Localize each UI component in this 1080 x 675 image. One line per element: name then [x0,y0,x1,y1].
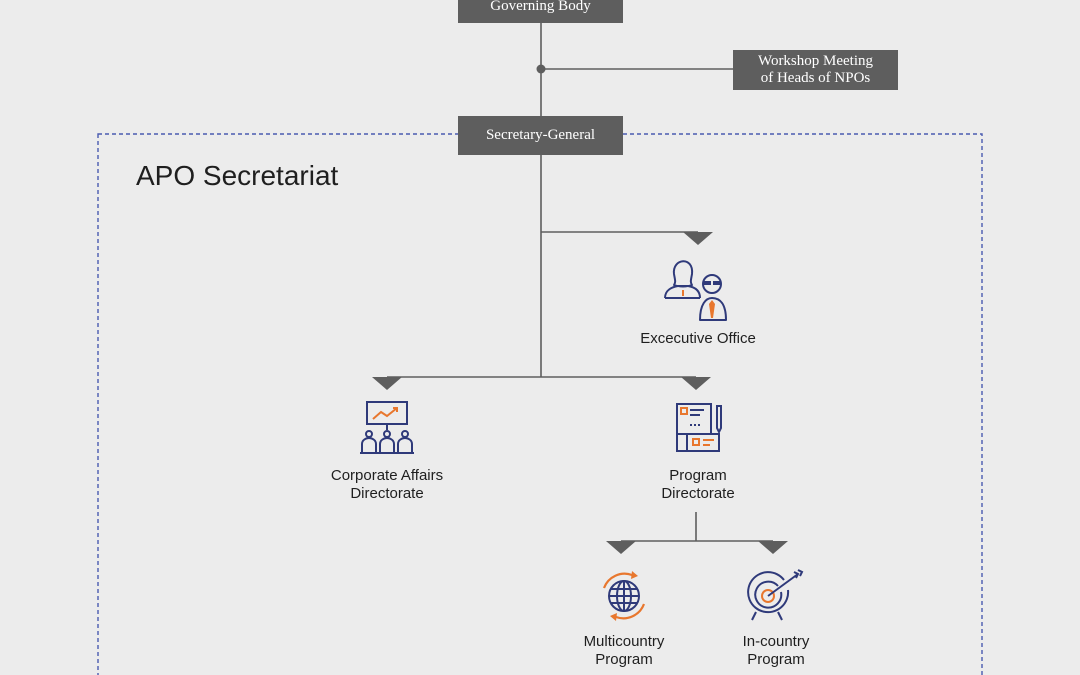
program-directorate-line2: Directorate [661,485,735,502]
governing-body-label: Governing Body [490,0,591,14]
secretary-general-box: Secretary-General [458,116,623,155]
secretariat-title: APO Secretariat [136,160,339,191]
executive-office-text: Excecutive Office [640,330,756,347]
multicountry-program-line1: Multicountry [583,633,665,650]
target-icon [747,569,804,621]
workshop-meeting-line2: of Heads of NPOs [760,70,871,86]
corporate-affairs-line2: Directorate [350,485,424,502]
arrow-executive-office [683,232,713,245]
presentation-icon [360,401,414,454]
secretary-general-label: Secretary-General [485,127,596,143]
secretariat-dashed-frame [97,133,983,675]
documents-icon [676,403,722,452]
junction-dot [536,64,546,74]
arrow-program-directorate [681,377,711,390]
multicountry-program-label: Multicountry Program [544,633,704,669]
program-directorate-line1: Program [669,467,727,484]
arrow-incountry [758,541,788,554]
incountry-program-line1: In-country [742,633,810,650]
workshop-meeting-line1: Workshop Meeting [757,53,874,69]
program-directorate-label: Program Directorate [618,467,778,503]
executive-office-label: Excecutive Office [618,330,778,348]
governing-body-box: Governing Body [458,0,623,23]
arrow-corporate-affairs [372,377,402,390]
multicountry-program-line2: Program [595,651,653,668]
globe-icon [602,571,646,621]
corporate-affairs-label: Corporate Affairs Directorate [307,467,467,503]
incountry-program-line2: Program [747,651,805,668]
workshop-meeting-box: Workshop Meeting of Heads of NPOs [733,50,898,90]
arrow-multicountry [606,541,636,554]
incountry-program-label: In-country Program [696,633,856,669]
people-icon [664,260,727,321]
corporate-affairs-line1: Corporate Affairs [330,467,444,484]
